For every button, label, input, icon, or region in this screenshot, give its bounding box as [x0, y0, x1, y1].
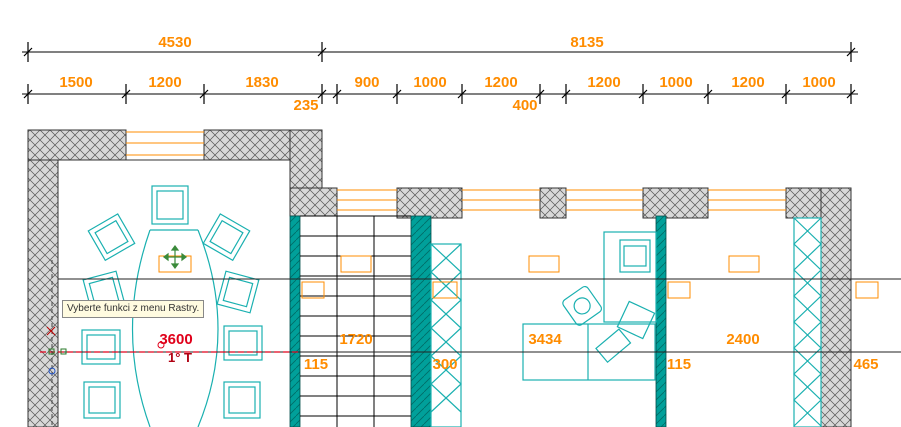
- snap-point-icon: [157, 341, 165, 349]
- dim-wall: 115: [304, 356, 328, 373]
- dim-room-active: 3600: [159, 331, 192, 348]
- dim-overall-right: 8135: [570, 34, 603, 51]
- dimension-labels: 4530 8135 1500 1200 1830 900 1000 1200 1…: [59, 34, 835, 114]
- dim-segment: 1200: [484, 74, 517, 91]
- dim-segment: 900: [354, 74, 379, 91]
- snap-markers[interactable]: [46, 326, 67, 375]
- cursor-angle-label: 1° T: [168, 350, 192, 365]
- dim-extra: 235: [293, 97, 318, 114]
- dim-segment: 1200: [731, 74, 764, 91]
- dim-wall: 300: [432, 356, 457, 373]
- dim-segment: 1830: [245, 74, 278, 91]
- dim-wall: 465: [853, 356, 878, 373]
- exterior-walls[interactable]: [27, 129, 852, 427]
- dim-segment: 1000: [802, 74, 835, 91]
- dim-segment: 1200: [148, 74, 181, 91]
- dim-segment: 1000: [413, 74, 446, 91]
- dim-segment: 1200: [587, 74, 620, 91]
- dim-extra: 400: [512, 97, 537, 114]
- dim-overall-left: 4530: [158, 34, 191, 51]
- dim-room: 1720: [339, 331, 372, 348]
- dim-wall: 115: [667, 356, 691, 373]
- move-cursor-icon: [163, 245, 187, 269]
- dim-segment: 1500: [59, 74, 92, 91]
- room-label-boxes[interactable]: [158, 255, 879, 299]
- dim-room: 2400: [726, 331, 759, 348]
- stair-grid[interactable]: [300, 215, 411, 427]
- windows[interactable]: [126, 131, 786, 211]
- status-tooltip: Vyberte funkci z menu Rastry.: [62, 300, 205, 318]
- dim-segment: 1000: [659, 74, 692, 91]
- office-furniture[interactable]: [430, 217, 822, 427]
- dimension-lines: [22, 42, 858, 104]
- dim-room: 3434: [528, 331, 562, 348]
- room-dimensions: 3600 1720 3434 2400 115 300 115 465: [159, 331, 878, 373]
